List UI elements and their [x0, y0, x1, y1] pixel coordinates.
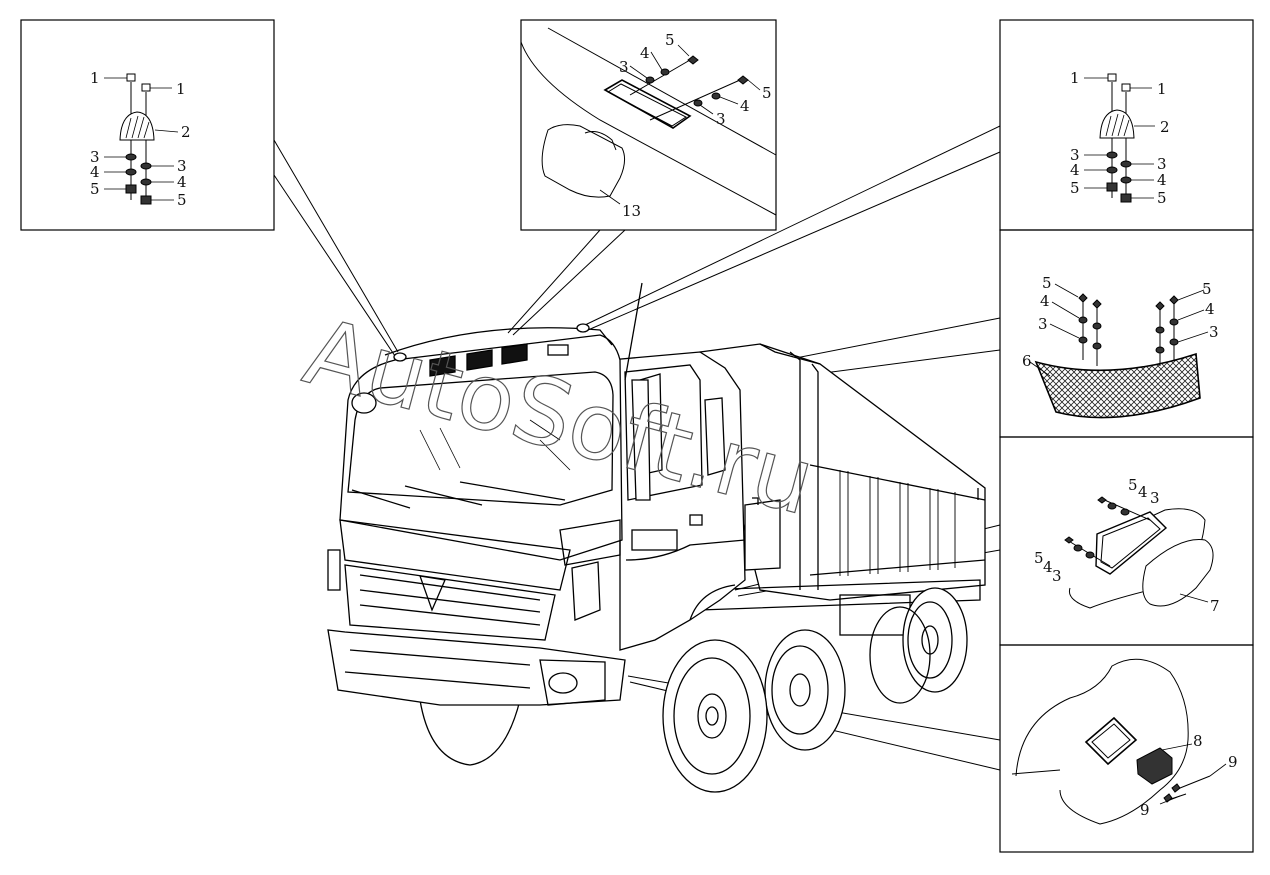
- callout: 2: [181, 123, 191, 141]
- callout: 4: [177, 173, 187, 191]
- callout: 3: [1052, 567, 1062, 585]
- callout: 1: [1157, 80, 1167, 98]
- callout: 3: [1209, 323, 1219, 341]
- panel1-labels: 1 1 2 3 3 4 4 5 5: [90, 69, 191, 209]
- callout: 2: [1160, 118, 1170, 136]
- panel4-labels: 5 4 3 5 4 3 6: [1022, 274, 1219, 370]
- callout: 4: [1138, 483, 1148, 501]
- callout: 5: [665, 31, 675, 49]
- callout: 6: [1022, 352, 1032, 370]
- callout: 5: [1042, 274, 1052, 292]
- callout: 3: [1070, 146, 1080, 164]
- panel3-labels: 1 1 2 3 3 4 4 5 5: [1070, 69, 1170, 207]
- callout: 3: [1157, 155, 1167, 173]
- callout: 13: [622, 202, 641, 220]
- callout: 3: [716, 110, 726, 128]
- panel6-parts: [1011, 658, 1227, 825]
- detail-panels: [20, 19, 1254, 853]
- callout: 3: [1038, 315, 1048, 333]
- panel-side-repeater: [999, 644, 1254, 853]
- callout: 1: [90, 69, 100, 87]
- callout: 4: [740, 97, 750, 115]
- callout: 1: [1070, 69, 1080, 87]
- callout: 4: [1070, 161, 1080, 179]
- callout: 1: [176, 80, 186, 98]
- panel5-parts: [1064, 496, 1214, 609]
- callout: 5: [90, 180, 100, 198]
- panel6-labels: 8 9 9: [1140, 732, 1238, 819]
- callout: 5: [177, 191, 187, 209]
- callout: 3: [619, 58, 629, 76]
- panel4-parts: [1029, 283, 1209, 419]
- callout: 9: [1140, 801, 1150, 819]
- panel-roof-marker-lamp: [520, 19, 777, 231]
- panel3-parts: [1084, 73, 1155, 203]
- callout: 3: [1150, 489, 1160, 507]
- callout: 5: [762, 84, 772, 102]
- callout: 5: [1202, 280, 1212, 298]
- callout: 4: [640, 44, 650, 62]
- panel2-parts: [520, 27, 777, 216]
- panel1-parts: [104, 73, 179, 205]
- callout: 4: [90, 163, 100, 181]
- callout: 5: [1157, 189, 1167, 207]
- callout: 3: [177, 157, 187, 175]
- panel5-labels: 5 4 3 5 4 3 7: [1034, 476, 1220, 615]
- panel2-labels: 5 4 3 5 4 3 13: [619, 31, 772, 220]
- callout: 4: [1157, 171, 1167, 189]
- panel-roof-lamp-left: [20, 19, 275, 231]
- callout: 4: [1043, 558, 1053, 576]
- callout: 4: [1205, 300, 1215, 318]
- callout: 4: [1040, 292, 1050, 310]
- callout: 3: [90, 148, 100, 166]
- callout: 5: [1070, 179, 1080, 197]
- callout: 8: [1193, 732, 1203, 750]
- callout: 7: [1210, 597, 1220, 615]
- truck-drawing: [327, 282, 986, 793]
- callout: 5: [1034, 549, 1044, 567]
- callout: 9: [1228, 753, 1238, 771]
- callout: 5: [1128, 476, 1138, 494]
